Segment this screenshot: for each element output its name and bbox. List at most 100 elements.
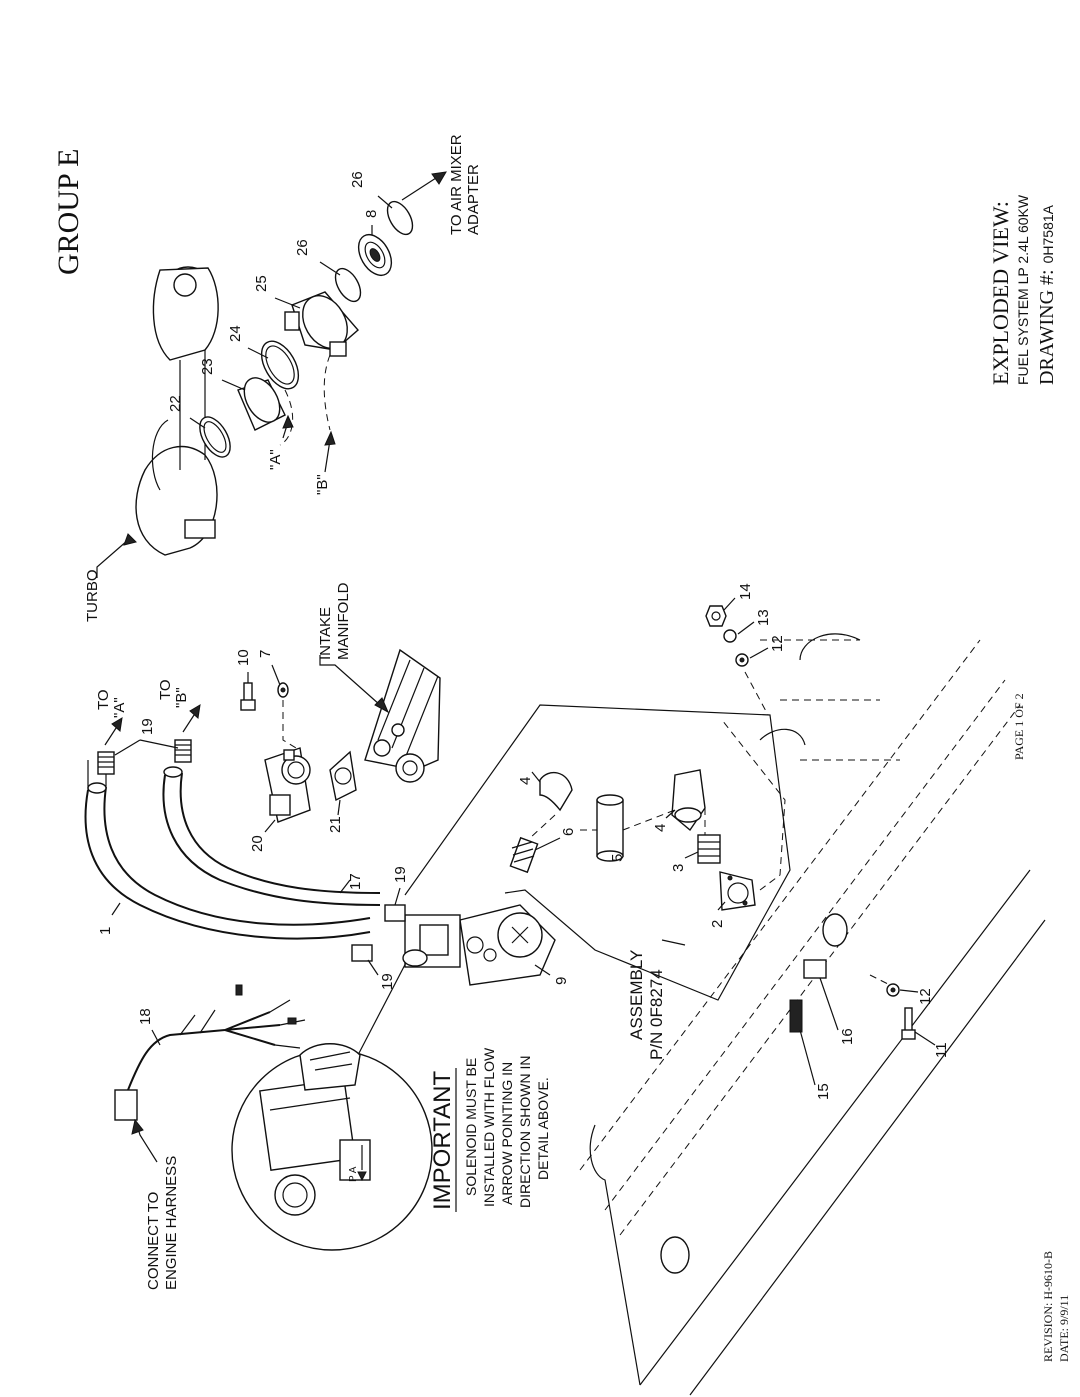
- fitting-19-solenoid-b: [351, 944, 373, 962]
- callout-1: 1: [97, 927, 114, 935]
- to-b-label-line1: TO: [157, 679, 174, 700]
- manifold-leader: [319, 655, 381, 706]
- drawing-number-label: DRAWING #:: [1036, 269, 1058, 385]
- connect-to-label: CONNECT TO: [145, 1192, 162, 1290]
- callout-12-lower: 12: [917, 988, 934, 1005]
- callout-8: 8: [363, 210, 380, 218]
- callout-18: 18: [137, 1008, 154, 1025]
- callout-19-right: 19: [392, 866, 409, 883]
- assembly-label: ASSEMBLY: [627, 950, 646, 1040]
- callout-16: 16: [839, 1028, 856, 1045]
- bolt-10: [240, 682, 256, 711]
- view-title: EXPLODED VIEW:: [988, 201, 1013, 385]
- nipple-6: [509, 836, 539, 874]
- elbow-4-lower: [671, 769, 706, 832]
- washer-7: [277, 682, 289, 698]
- callout-4-upper: 4: [517, 777, 534, 785]
- gasket-21: [329, 750, 357, 802]
- to-a-label-line1: TO: [95, 689, 112, 710]
- callout-23: 23: [199, 358, 216, 375]
- callout-21: 21: [327, 816, 344, 833]
- callout-4-lower: 4: [652, 824, 669, 832]
- o-ring-26-a: [334, 267, 362, 303]
- flange-2: [719, 871, 756, 911]
- frame-rail: [579, 633, 1046, 1396]
- callout-2: 2: [709, 920, 726, 928]
- group-title: GROUP E: [52, 149, 85, 275]
- ref-b-label: "B": [314, 474, 331, 495]
- to-air-mixer-label: TO AIR MIXER: [448, 134, 465, 235]
- callout-19-top: 19: [139, 718, 156, 735]
- callout-14: 14: [737, 583, 754, 600]
- hose-17: [162, 774, 381, 906]
- throttle-body-20: [264, 747, 311, 823]
- washer-12-upper: [735, 653, 749, 667]
- ref-a-label: "A": [267, 449, 284, 470]
- to-b-label-line2: "B": [173, 687, 190, 708]
- revision-text: REVISION: H-9610-B: [1041, 1251, 1055, 1362]
- o-ring-26-b: [386, 200, 414, 236]
- assembly-outline: [404, 704, 791, 1001]
- note-line-5: DETAIL ABOVE.: [535, 1077, 551, 1180]
- turbo-assembly: [135, 266, 219, 556]
- callout-19-bottom: 19: [379, 973, 396, 990]
- intake-manifold: [364, 648, 441, 783]
- assembly-part-number: P/N 0F8274: [647, 969, 666, 1060]
- adapter-label: ADAPTER: [465, 164, 482, 235]
- regulator-9: [404, 904, 556, 986]
- drawing-number: 0H7581A: [1040, 204, 1056, 263]
- callout-26-upper: 26: [349, 171, 366, 188]
- callout-6: 6: [560, 828, 577, 836]
- important-heading: IMPORTANT: [429, 1071, 456, 1210]
- callout-5: 5: [609, 854, 626, 862]
- air-mixer-flow-arrow: [401, 177, 437, 201]
- washer-12-lower: [886, 983, 900, 997]
- pipe-5: [596, 794, 624, 862]
- to-a-label-line2: "A": [111, 697, 128, 718]
- callout-numbers: 1 2 3 4 4 5 6 7 8 9 10 11 12 12 13 14 15…: [97, 171, 950, 1100]
- note-line-1: SOLENOID MUST BE: [463, 1058, 479, 1196]
- callout-22: 22: [167, 395, 184, 412]
- callout-15: 15: [815, 1083, 832, 1100]
- solenoid-note: SOLENOID MUST BE INSTALLED WITH FLOW ARR…: [463, 1047, 551, 1208]
- note-line-4: DIRECTION SHOWN IN: [517, 1056, 533, 1208]
- solenoid-detail: [259, 1043, 371, 1216]
- callout-11: 11: [933, 1042, 950, 1058]
- nut-14: [705, 605, 727, 627]
- callout-7: 7: [257, 650, 274, 658]
- callout-3: 3: [670, 864, 687, 872]
- callout-12-upper: 12: [769, 635, 786, 652]
- engine-harness-18: [114, 984, 306, 1121]
- detail-leader: [357, 954, 411, 1056]
- fitting-19-top-a: [97, 751, 115, 775]
- callout-26-lower: 26: [294, 239, 311, 256]
- hose-1: [84, 789, 371, 940]
- lock-washer-13: [723, 629, 737, 643]
- callout-24: 24: [227, 325, 244, 342]
- fitting-19-solenoid-a: [384, 904, 406, 922]
- drawing-number-line: DRAWING #: 0H7581A: [1036, 204, 1058, 385]
- turbo-label: TURBO: [84, 570, 101, 623]
- bolt-11: [901, 1007, 916, 1040]
- fitting-19-top-b: [174, 739, 192, 763]
- clamp-24: [260, 340, 300, 390]
- note-line-3: ARROW POINTING IN: [499, 1062, 515, 1205]
- callout-13: 13: [755, 609, 772, 626]
- adapter-housing-25: [284, 291, 359, 357]
- clamp-22: [199, 416, 231, 458]
- intake-label: INTAKE: [317, 607, 334, 660]
- fitting-8: [357, 234, 393, 276]
- hose-coupler-23: [237, 377, 286, 431]
- flow-direction-marks: P A: [348, 1166, 359, 1182]
- nipple-3: [697, 834, 721, 864]
- callout-10: 10: [235, 649, 252, 666]
- page-number: PAGE 1 OF 2: [1012, 693, 1026, 760]
- callout-9: 9: [553, 977, 570, 985]
- date-text: DATE: 9/9/11: [1057, 1295, 1071, 1362]
- note-line-2: INSTALLED WITH FLOW: [481, 1047, 497, 1207]
- elbow-4-upper: [539, 771, 573, 812]
- svg-text:DRAWING #:0H7581A: DRAWING #: 0H7581A: [1036, 204, 1058, 385]
- callout-25: 25: [253, 275, 270, 292]
